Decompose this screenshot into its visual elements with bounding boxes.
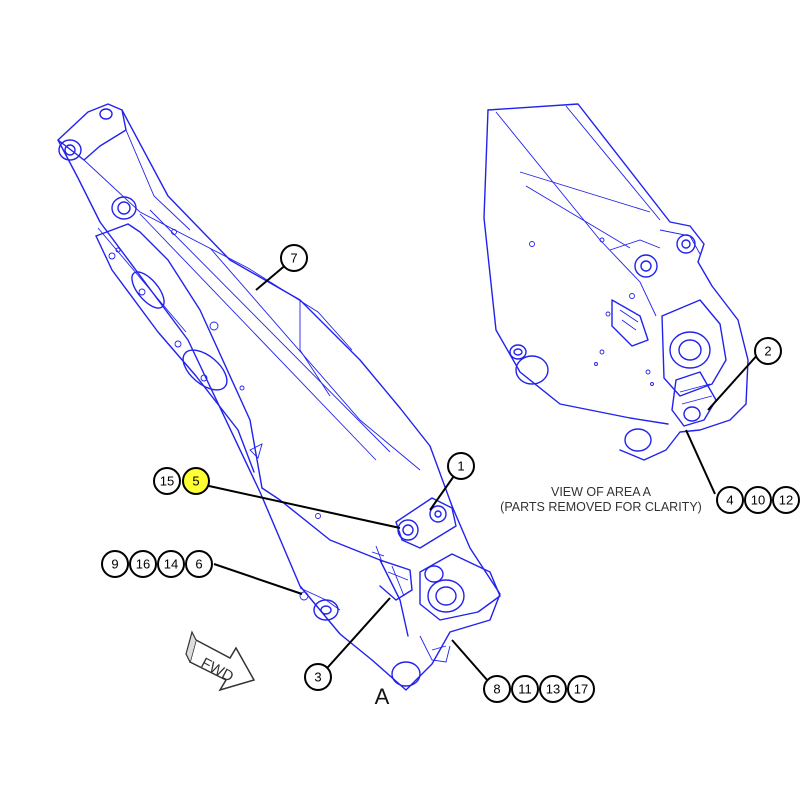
boom-arm-drawing <box>57 103 501 691</box>
leader-lines <box>208 257 761 690</box>
svg-text:2: 2 <box>764 344 771 359</box>
svg-text:9: 9 <box>111 557 118 572</box>
callout-12[interactable]: 12 <box>772 486 800 514</box>
svg-text:15: 15 <box>160 474 174 489</box>
callout-2[interactable]: 2 <box>754 337 782 365</box>
svg-text:6: 6 <box>195 557 202 572</box>
svg-text:12: 12 <box>779 493 793 508</box>
svg-text:11: 11 <box>518 682 532 697</box>
svg-text:5: 5 <box>192 474 199 489</box>
callout-14[interactable]: 14 <box>157 550 185 578</box>
callout-1[interactable]: 1 <box>447 452 475 480</box>
callout-13[interactable]: 13 <box>539 675 567 703</box>
detail-view-drawing <box>483 103 749 461</box>
svg-text:3: 3 <box>314 670 321 685</box>
callout-10[interactable]: 10 <box>744 486 772 514</box>
callout-11[interactable]: 11 <box>511 675 539 703</box>
callout-9[interactable]: 9 <box>101 550 129 578</box>
callout-7[interactable]: 7 <box>280 244 308 272</box>
callout-4[interactable]: 4 <box>716 486 744 514</box>
callout-5[interactable]: 5 <box>182 467 210 495</box>
svg-text:7: 7 <box>290 251 297 266</box>
fwd-arrow-icon: FWD <box>185 630 256 692</box>
svg-text:1: 1 <box>457 459 464 474</box>
callout-3[interactable]: 3 <box>304 663 332 691</box>
callout-15[interactable]: 15 <box>153 467 181 495</box>
view-caption-note: (PARTS REMOVED FOR CLARITY) <box>500 500 702 514</box>
svg-text:17: 17 <box>574 682 588 697</box>
svg-text:16: 16 <box>136 557 150 572</box>
callout-8[interactable]: 8 <box>483 675 511 703</box>
callout-16[interactable]: 16 <box>129 550 157 578</box>
area-label: A <box>375 684 390 709</box>
svg-text:13: 13 <box>546 682 560 697</box>
view-caption-title: VIEW OF AREA A <box>551 485 652 499</box>
svg-text:8: 8 <box>493 682 500 697</box>
svg-text:14: 14 <box>164 557 178 572</box>
svg-text:4: 4 <box>726 493 733 508</box>
callout-6[interactable]: 6 <box>185 550 213 578</box>
svg-text:10: 10 <box>751 493 765 508</box>
callout-17[interactable]: 17 <box>567 675 595 703</box>
